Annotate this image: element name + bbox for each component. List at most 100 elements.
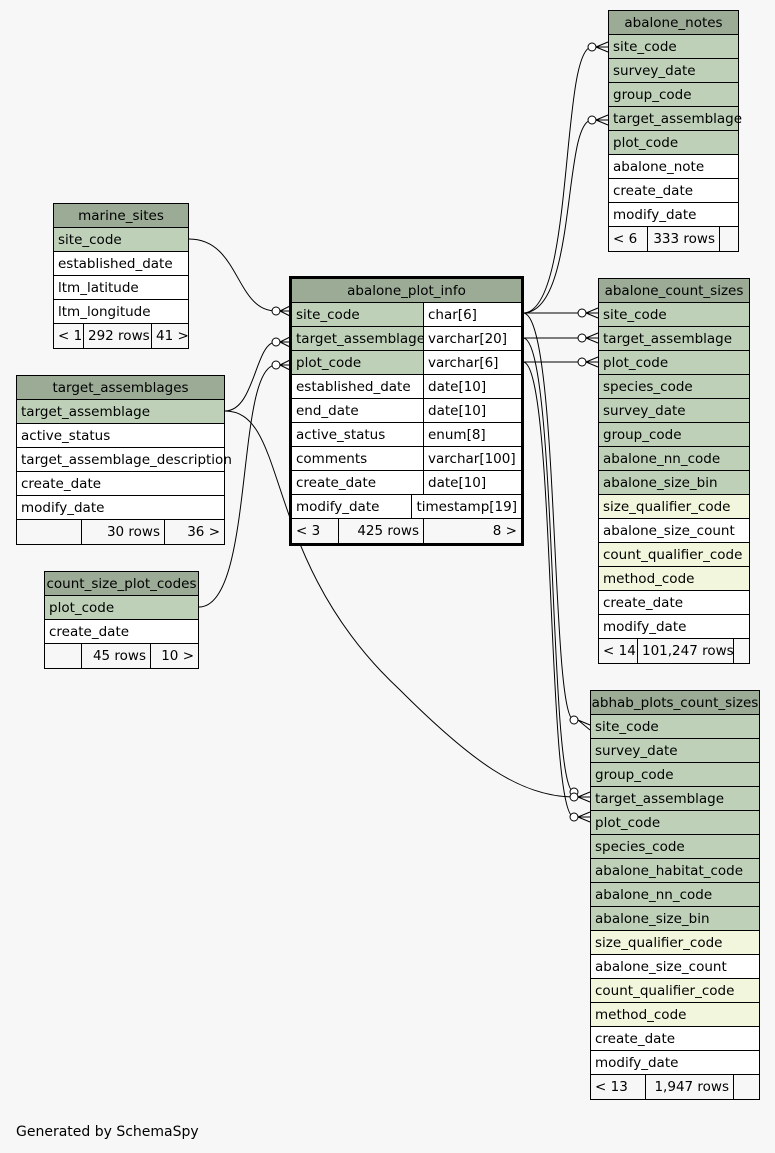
column-type: varchar[100] bbox=[423, 447, 521, 470]
column-row[interactable]: group_code bbox=[609, 83, 738, 107]
link-plot-info-to-notes-site bbox=[522, 46, 593, 314]
column-row[interactable]: method_code bbox=[599, 567, 749, 591]
column-row[interactable]: species_code bbox=[599, 375, 749, 399]
column-name: target_assemblage bbox=[21, 404, 151, 420]
column-row[interactable]: survey_date bbox=[609, 59, 738, 83]
column-row[interactable]: create_date bbox=[45, 620, 198, 644]
column-row[interactable]: size_qualifier_code bbox=[591, 931, 759, 955]
column-row[interactable]: site_code bbox=[599, 303, 749, 327]
parents-count[interactable]: < 3 bbox=[296, 523, 321, 539]
column-name: end_date bbox=[296, 403, 359, 419]
children-count[interactable]: 36 > bbox=[164, 520, 224, 544]
column-row[interactable]: survey_date bbox=[591, 739, 759, 763]
column-row[interactable]: target_assemblage bbox=[17, 400, 224, 424]
column-row[interactable]: plot_code bbox=[591, 811, 759, 835]
column-name: plot_code bbox=[603, 355, 669, 371]
column-row[interactable]: abalone_size_bin bbox=[591, 907, 759, 931]
table-abhab-plots-count-sizes[interactable]: abhab_plots_count_sizes site_code survey… bbox=[590, 690, 760, 1100]
row-count: 45 rows bbox=[81, 644, 150, 668]
column-row[interactable]: survey_date bbox=[599, 399, 749, 423]
table-abalone-notes[interactable]: abalone_notes site_code survey_date grou… bbox=[608, 10, 742, 252]
column-row[interactable]: abalone_size_count bbox=[599, 519, 749, 543]
children-count[interactable]: 8 > bbox=[423, 519, 521, 543]
column-row[interactable]: count_qualifier_code bbox=[599, 543, 749, 567]
column-row[interactable]: target_assemblage bbox=[591, 787, 759, 811]
column-name: site_code bbox=[603, 307, 667, 323]
children-count[interactable]: 41 > bbox=[151, 324, 193, 348]
column-name: create_date bbox=[296, 475, 377, 491]
parents-count[interactable]: < 13 bbox=[595, 1079, 628, 1095]
column-name: abalone_nn_code bbox=[603, 451, 721, 467]
column-type: char[6] bbox=[423, 303, 521, 326]
column-name: modify_date bbox=[603, 619, 687, 635]
column-type: varchar[20] bbox=[423, 327, 521, 350]
parents-count[interactable] bbox=[45, 644, 81, 668]
table-target-assemblages[interactable]: target_assemblages target_assemblage act… bbox=[16, 375, 232, 545]
column-row[interactable]: site_code bbox=[609, 35, 738, 59]
column-row[interactable]: abalone_nn_code bbox=[591, 883, 759, 907]
table-abalone-count-sizes[interactable]: abalone_count_sizes site_code target_ass… bbox=[598, 278, 750, 664]
table-marine-sites[interactable]: marine_sites site_code established_date … bbox=[53, 203, 189, 349]
children-count[interactable]: 10 > bbox=[150, 644, 198, 668]
column-row[interactable]: abalone_nn_code bbox=[599, 447, 749, 471]
table-count-size-plot-codes[interactable]: count_size_plot_codes plot_code create_d… bbox=[44, 571, 199, 669]
column-row[interactable]: target_assemblage bbox=[599, 327, 749, 351]
column-row[interactable]: site_code bbox=[591, 715, 759, 739]
column-row[interactable]: create_date bbox=[591, 1027, 759, 1051]
column-row[interactable]: abalone_size_bin bbox=[599, 471, 749, 495]
parents-count[interactable]: < 6 bbox=[613, 231, 638, 247]
column-row[interactable]: size_qualifier_code bbox=[599, 495, 749, 519]
children-count[interactable] bbox=[733, 639, 749, 663]
parents-count[interactable] bbox=[17, 520, 81, 544]
column-row[interactable]: plot_code bbox=[609, 131, 738, 155]
column-row[interactable]: abalone_note bbox=[609, 155, 738, 179]
column-row[interactable]: modify_date bbox=[591, 1051, 759, 1075]
table-footer: < 6 333 rows bbox=[609, 227, 738, 251]
column-row[interactable]: group_code bbox=[599, 423, 749, 447]
column-name: create_date bbox=[613, 183, 694, 199]
column-row[interactable]: plot_code bbox=[45, 596, 198, 620]
column-type: enum[8] bbox=[423, 423, 521, 446]
column-name: active_status bbox=[296, 427, 386, 443]
column-row[interactable]: create_date bbox=[599, 591, 749, 615]
column-row[interactable]: modify_date bbox=[599, 615, 749, 639]
column-name: survey_date bbox=[613, 63, 696, 79]
column-row[interactable]: abalone_size_count bbox=[591, 955, 759, 979]
link-target-assemblages-to-plot-info bbox=[224, 341, 277, 412]
column-row[interactable]: create_date bbox=[609, 179, 738, 203]
children-count[interactable] bbox=[719, 227, 738, 251]
column-row[interactable]: established_date bbox=[54, 252, 188, 276]
parents-count[interactable]: < 1 bbox=[58, 328, 83, 344]
column-row[interactable]: active_status bbox=[17, 424, 224, 448]
column-name: group_code bbox=[613, 87, 692, 103]
column-row[interactable]: active_status enum[8] bbox=[292, 423, 521, 447]
column-row[interactable]: species_code bbox=[591, 835, 759, 859]
column-row[interactable]: create_date bbox=[17, 472, 224, 496]
column-row[interactable]: ltm_latitude bbox=[54, 276, 188, 300]
column-row[interactable]: plot_code bbox=[599, 351, 749, 375]
column-name: create_date bbox=[49, 624, 130, 640]
column-row[interactable]: modify_date bbox=[17, 496, 224, 520]
column-row[interactable]: count_qualifier_code bbox=[591, 979, 759, 1003]
column-row[interactable]: site_code bbox=[54, 228, 188, 252]
column-row[interactable]: ltm_longitude bbox=[54, 300, 188, 324]
column-row[interactable]: target_assemblage bbox=[609, 107, 742, 131]
parents-count[interactable]: < 14 bbox=[603, 643, 636, 659]
column-row[interactable]: method_code bbox=[591, 1003, 759, 1027]
children-count[interactable] bbox=[733, 1075, 759, 1099]
link-target-assemblages-to-abhab bbox=[224, 410, 575, 798]
column-row[interactable]: modify_date bbox=[609, 203, 738, 227]
column-row[interactable]: abalone_habitat_code bbox=[591, 859, 759, 883]
row-count: 1,947 rows bbox=[645, 1075, 733, 1099]
column-row[interactable]: target_assemblage_description bbox=[17, 448, 232, 472]
column-row[interactable]: group_code bbox=[591, 763, 759, 787]
